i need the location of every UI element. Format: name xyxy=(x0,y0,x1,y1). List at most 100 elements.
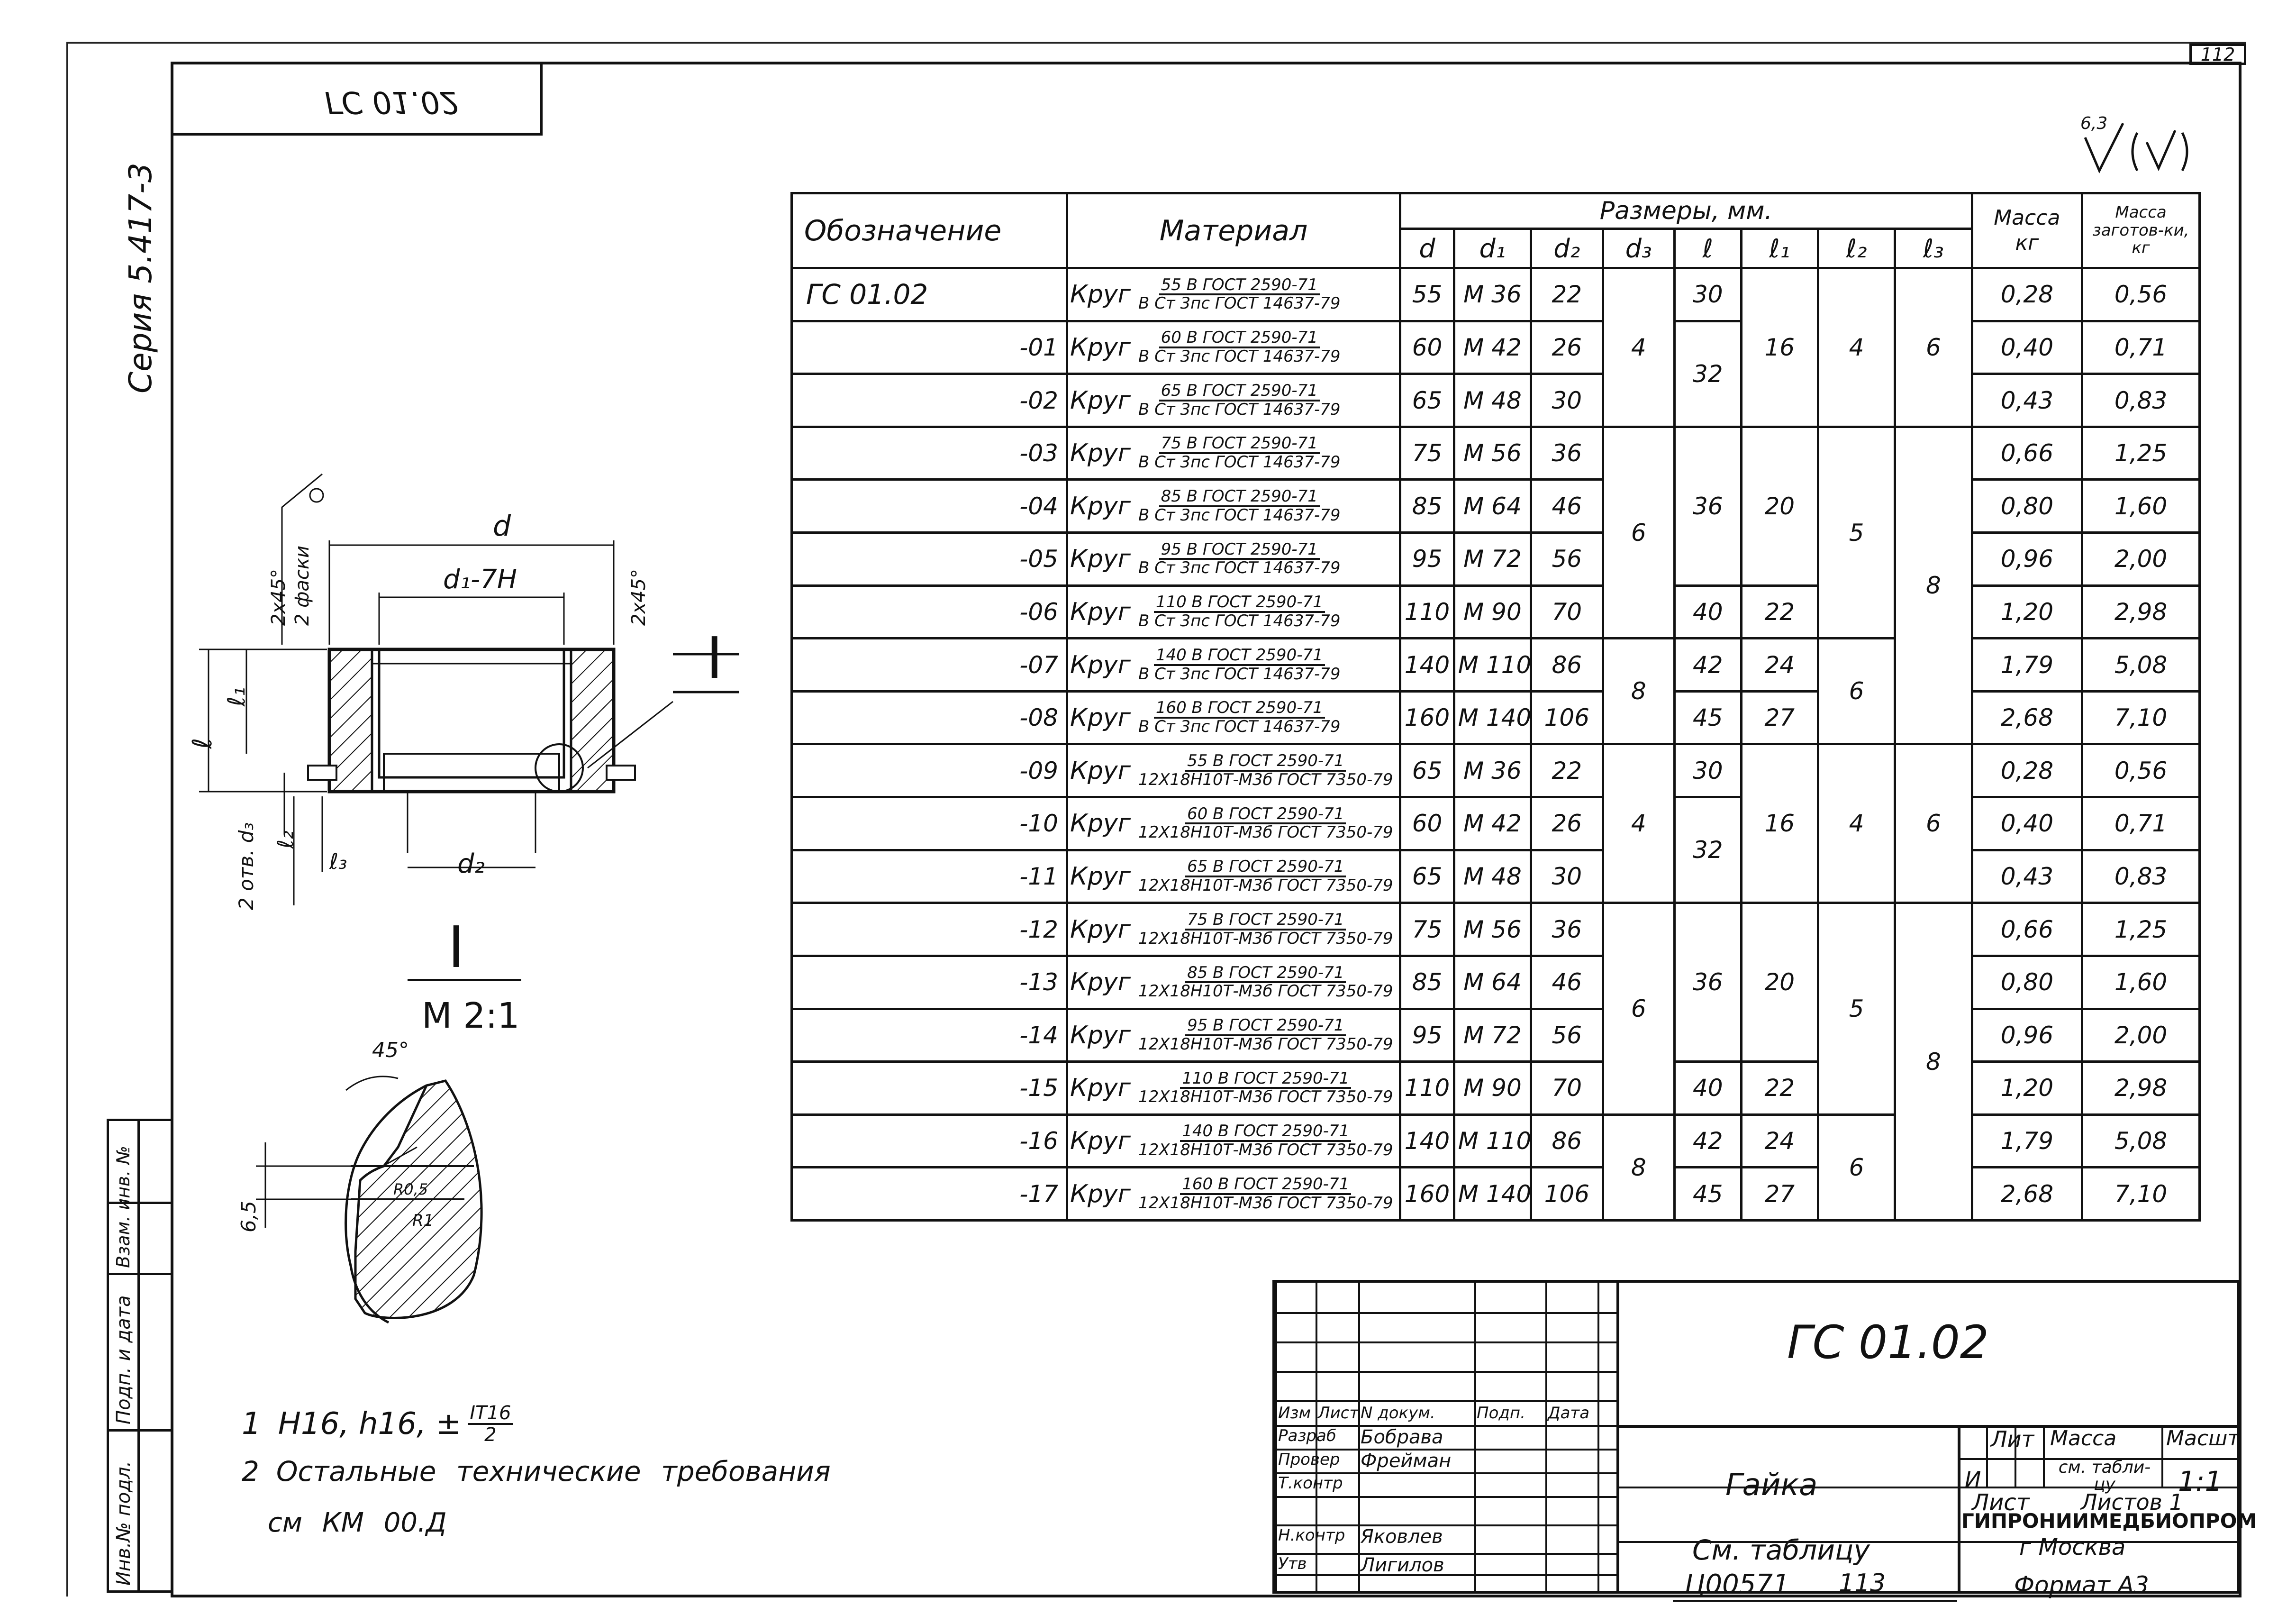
tb-rule xyxy=(1275,1472,1616,1474)
row-mass: 0,96 xyxy=(1970,1007,2084,1063)
detail-dim-65: 6,5 xyxy=(237,1201,260,1232)
row-designation: -15 xyxy=(790,1060,1068,1116)
material-word: Круг xyxy=(1070,333,1131,362)
tb-col-header-0: Изм xyxy=(1278,1404,1311,1423)
material-grade: 110 В ГОСТ 2590-71 xyxy=(1180,1070,1352,1089)
row-d2: 46 xyxy=(1530,954,1604,1010)
row-l3: 8 xyxy=(1894,902,1973,1222)
row-d: 60 xyxy=(1399,796,1455,851)
detail-title-rule xyxy=(408,979,521,981)
row-d1: М 90 xyxy=(1452,1060,1533,1116)
tb-rule xyxy=(1275,1400,1616,1402)
row-d1: М 140 xyxy=(1452,690,1533,746)
material-grade: 140 В ГОСТ 2590-71 xyxy=(1180,1123,1352,1142)
material-word: Круг xyxy=(1070,280,1131,309)
header-dimensions: Размеры, мм. xyxy=(1399,192,1973,230)
corner-number: 112 xyxy=(2200,44,2235,65)
tb-name-1: Фрейман xyxy=(1361,1450,1452,1472)
row-mass: 0,28 xyxy=(1970,267,2084,322)
row-d3: 4 xyxy=(1601,743,1676,904)
row-l: 36 xyxy=(1673,902,1742,1063)
row-designation: -02 xyxy=(790,373,1068,428)
row-mass: 1,20 xyxy=(1970,1060,2084,1116)
tb-col-header-1: Лист xyxy=(1318,1404,1359,1423)
row-d: 85 xyxy=(1399,478,1455,534)
material-standard: 12Х18Н10Т-М3б ГОСТ 7350-79 xyxy=(1138,1034,1393,1054)
material-word: Круг xyxy=(1070,968,1131,997)
tb-rule xyxy=(1275,1371,1616,1373)
detail-title: I xyxy=(448,915,465,981)
row-mass: 1,20 xyxy=(1970,584,2084,640)
row-l3: 6 xyxy=(1894,267,1973,428)
row-designation: -10 xyxy=(790,796,1068,851)
material-standard: В Ст 3пс ГОСТ 14637-79 xyxy=(1138,294,1341,313)
material-grade: 160 В ГОСТ 2590-71 xyxy=(1153,700,1325,719)
tb-rule xyxy=(1275,1524,1616,1526)
header-col-7: ℓ₃ xyxy=(1894,228,1973,269)
row-d: 110 xyxy=(1399,1060,1455,1116)
row-d3: 8 xyxy=(1601,1113,1676,1222)
material-standard: 12Х18Н10Т-М3б ГОСТ 7350-79 xyxy=(1138,1087,1393,1107)
bottom-archive-number: Ц00571 xyxy=(1685,1569,1790,1600)
row-l: 32 xyxy=(1673,796,1742,904)
material-standard: В Ст 3пс ГОСТ 14637-79 xyxy=(1138,611,1341,630)
mass-value: см. табли-цу xyxy=(2058,1458,2151,1494)
nut-section-drawing xyxy=(199,473,739,905)
row-d1: М 36 xyxy=(1452,743,1533,799)
header-col-4: ℓ xyxy=(1673,228,1742,269)
check-roughness-icon xyxy=(2084,122,2188,173)
material-standard: 12Х18Н10Т-М3б ГОСТ 7350-79 xyxy=(1138,823,1393,842)
outer-left-rule xyxy=(66,42,68,1597)
tb-code-divider xyxy=(1958,1425,1960,1594)
row-blank-mass: 5,08 xyxy=(2081,637,2201,693)
row-designation: -04 xyxy=(790,478,1068,534)
material-word: Круг xyxy=(1070,650,1131,679)
material-word: Круг xyxy=(1070,492,1131,520)
row-d1: М 72 xyxy=(1452,531,1533,587)
row-mass: 0,40 xyxy=(1970,319,2084,375)
row-d: 95 xyxy=(1399,1007,1455,1063)
side-stamp-sep-3 xyxy=(109,1202,173,1204)
row-blank-mass: 1,60 xyxy=(2081,954,2201,1010)
bottom-page-number: 113 xyxy=(1839,1569,1886,1597)
row-l1: 27 xyxy=(1740,690,1819,746)
material-word: Круг xyxy=(1070,1074,1131,1103)
material-word: Круг xyxy=(1070,1179,1131,1208)
tb-role-3: Н.контр xyxy=(1278,1526,1345,1545)
row-designation: -05 xyxy=(790,531,1068,587)
tb-rule xyxy=(1275,1283,1277,1594)
row-l: 45 xyxy=(1673,1166,1742,1222)
material-standard: В Ст 3пс ГОСТ 14637-79 xyxy=(1138,400,1341,419)
side-stamp-divider xyxy=(137,1121,140,1590)
row-d2: 106 xyxy=(1530,1166,1604,1222)
row-d3: 4 xyxy=(1601,267,1676,428)
row-designation: -09 xyxy=(790,743,1068,799)
dim-chamfer-left-note: 2 фаски xyxy=(291,545,313,626)
row-d2: 70 xyxy=(1530,1060,1604,1116)
material-grade: 75 В ГОСТ 2590-71 xyxy=(1185,911,1346,931)
row-blank-mass: 1,60 xyxy=(2081,478,2201,534)
row-mass: 0,66 xyxy=(1970,902,2084,957)
side-stamp-column: Инв.№ подл. Подп. и дата Взам. инв. № xyxy=(107,1119,173,1593)
row-blank-mass: 0,56 xyxy=(2081,743,2201,799)
row-d2: 26 xyxy=(1530,319,1604,375)
row-d1: М 90 xyxy=(1452,584,1533,640)
row-designation: -11 xyxy=(790,848,1068,904)
row-designation: -13 xyxy=(790,954,1068,1010)
row-l: 30 xyxy=(1673,743,1742,799)
row-l3: 6 xyxy=(1894,743,1973,904)
row-blank-mass: 1,25 xyxy=(2081,902,2201,957)
row-designation: -14 xyxy=(790,1007,1068,1063)
row-d3: 6 xyxy=(1601,902,1676,1116)
